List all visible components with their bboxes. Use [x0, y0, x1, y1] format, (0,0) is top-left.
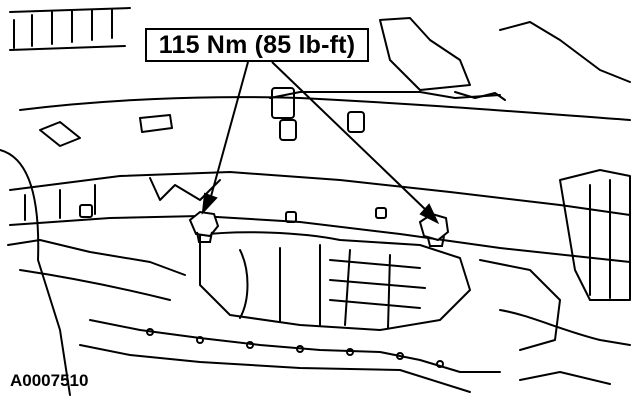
floor-pan	[19, 96, 631, 121]
oil-pan	[89, 319, 501, 373]
transmission-housing	[199, 231, 471, 331]
upper-bracket	[379, 17, 471, 91]
torque-callout: 115 Nm (85 lb-ft)	[145, 28, 369, 62]
leader-arrow-icon	[201, 61, 249, 215]
bolt-icon	[188, 210, 220, 243]
figure-id: A0007510	[10, 371, 89, 390]
vent-grille	[9, 7, 131, 51]
crossmember	[9, 171, 631, 216]
leader-arrow-icon	[271, 61, 440, 225]
